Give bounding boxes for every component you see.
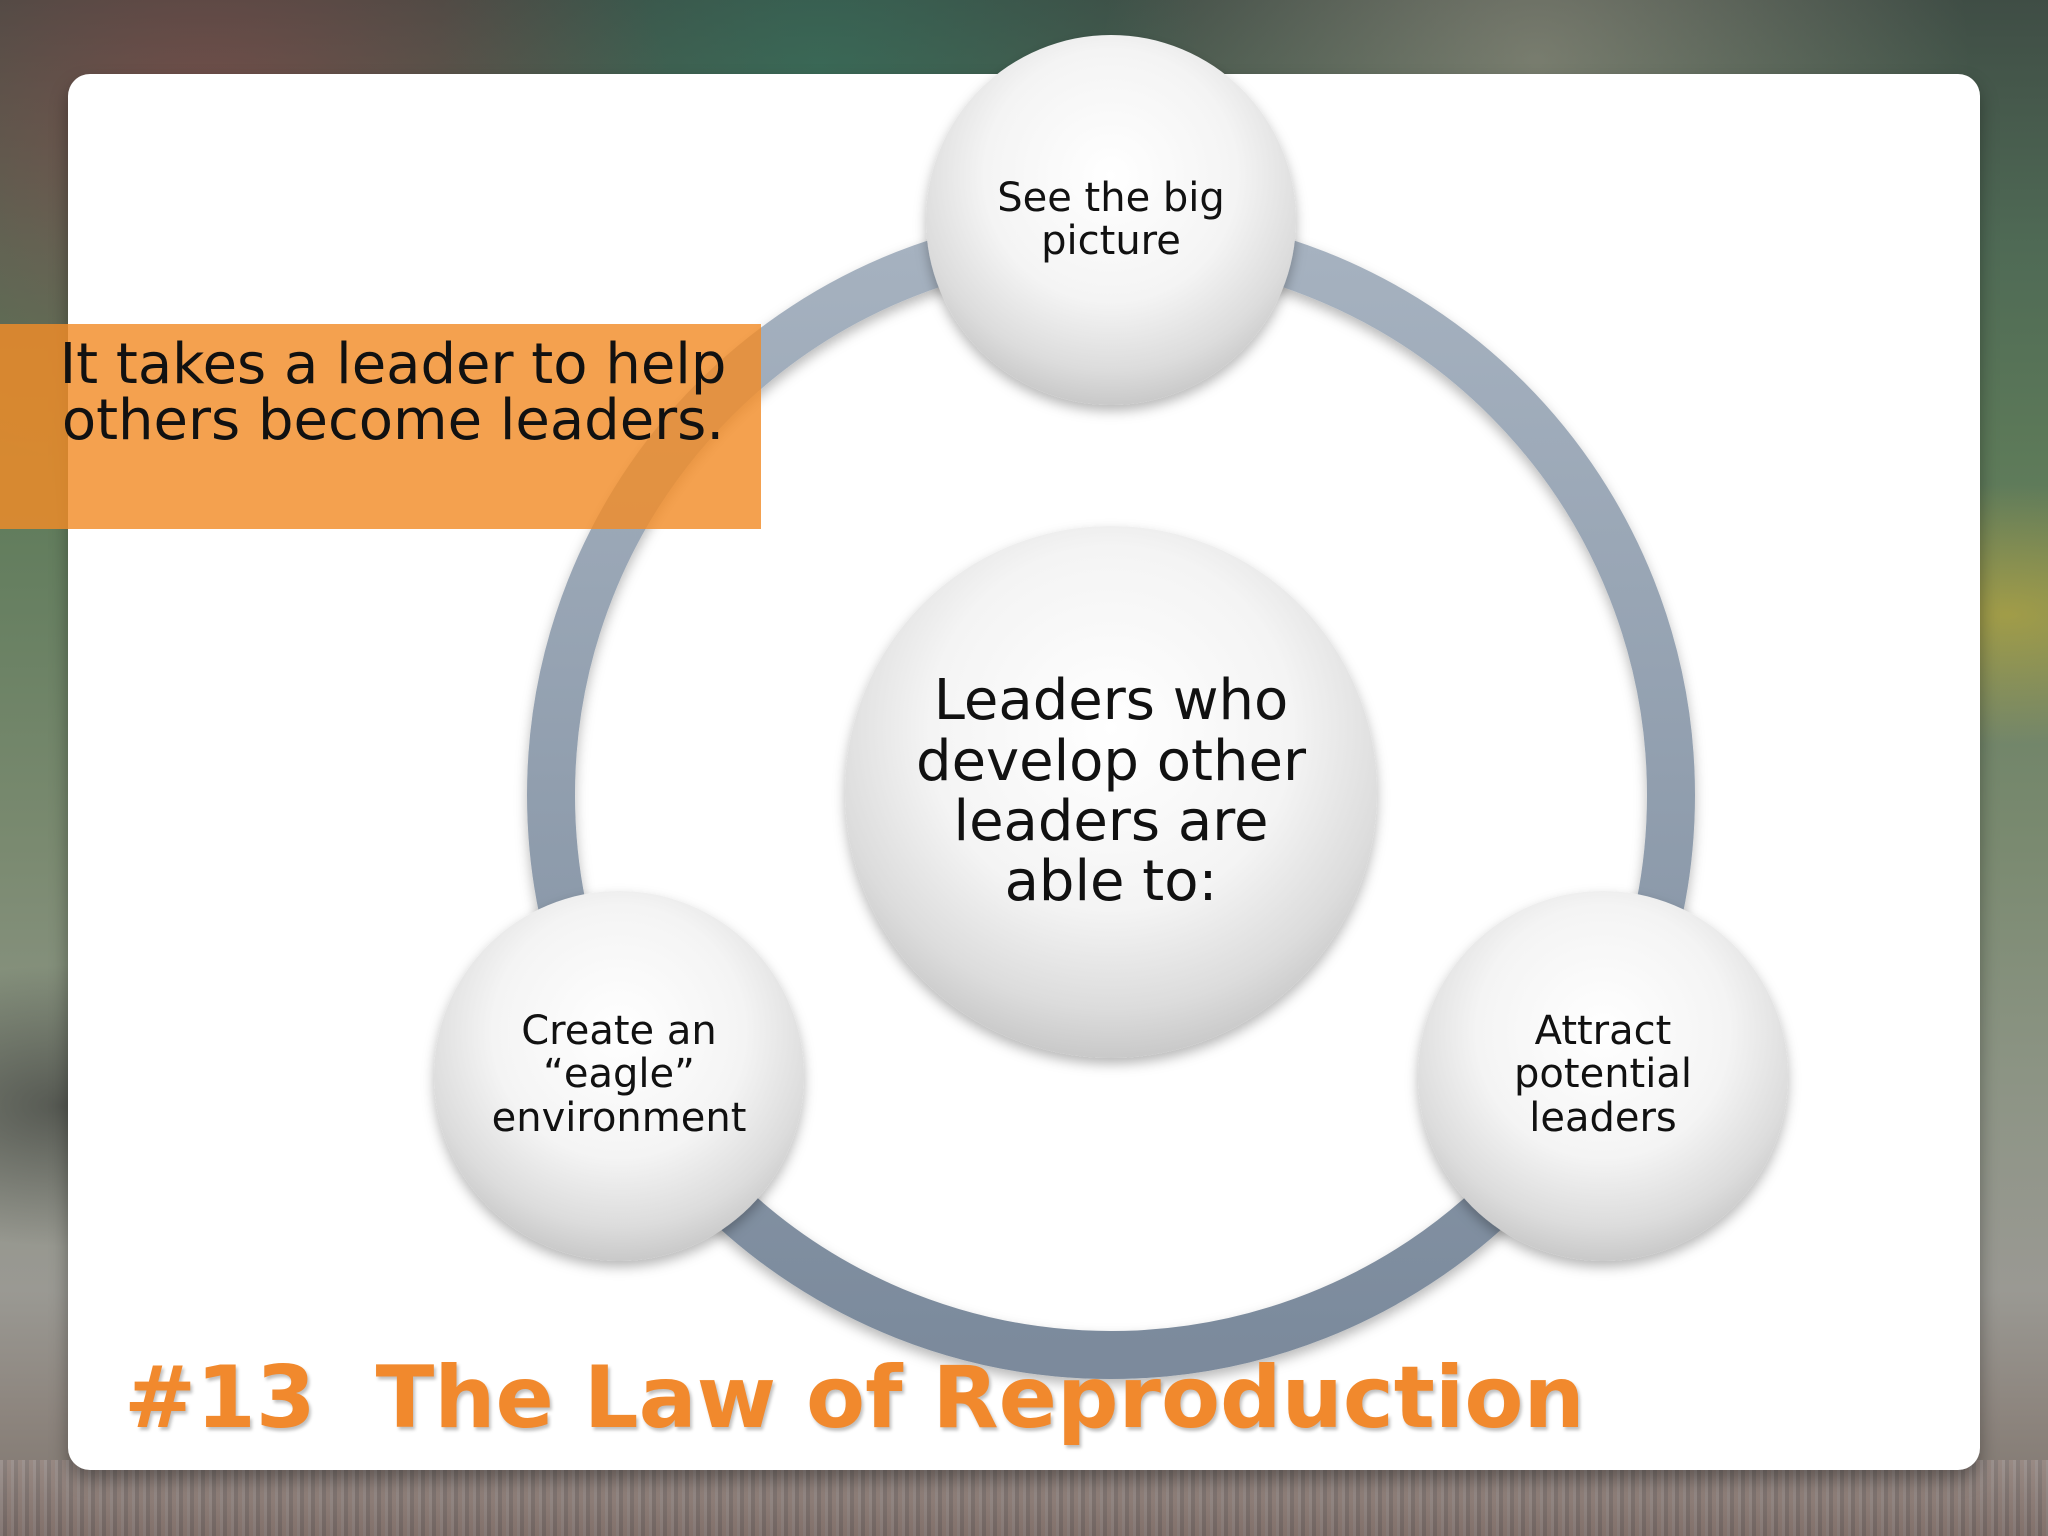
background-gravel [0,1460,2048,1536]
callout-box [0,324,761,529]
node-label-big-picture: See the big picture [997,174,1225,264]
callout-text: It takes a leader to help others become … [59,332,727,453]
node-circle-right [1418,891,1788,1261]
node-circle-top [926,35,1296,405]
node-circle-left [434,891,804,1261]
center-label: Leaders who develop other leaders are ab… [916,668,1306,915]
node-label-attract-leaders: Attract potential leaders [1514,1008,1692,1141]
slide-title: #13 The Law of Reproduction [124,1348,1585,1448]
center-circle [845,526,1377,1058]
node-label-eagle-environment: Create an “eagle” environment [491,1008,747,1141]
